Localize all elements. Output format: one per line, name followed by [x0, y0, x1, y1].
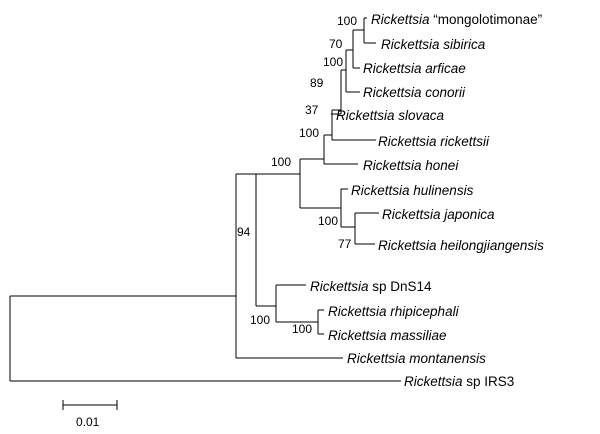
taxon-label-rhipicephali: Rickettsia rhipicephali: [328, 304, 460, 319]
support-value: 100: [292, 322, 312, 336]
taxon-label-rickettsii: Rickettsia rickettsii: [378, 134, 490, 149]
taxon-label-honei: Rickettsia honei: [363, 158, 459, 173]
support-value: 37: [305, 103, 319, 117]
taxon-label-massiliae: Rickettsia massiliae: [328, 328, 447, 343]
taxon-labels: Rickettsia “mongolotimonae” Rickettsia s…: [310, 12, 544, 389]
taxon-label-dns14: Rickettsia sp DnS14: [310, 279, 432, 294]
scale-bar: 0.01: [62, 400, 118, 429]
taxon-label-sibirica: Rickettsia sibirica: [381, 37, 486, 52]
taxon-label-conorii: Rickettsia conorii: [363, 85, 466, 100]
taxon-label-irs3: Rickettsia sp IRS3: [404, 374, 514, 389]
taxon-label-mongolotimonae: Rickettsia “mongolotimonae”: [371, 12, 542, 27]
support-value: 100: [271, 155, 291, 169]
taxon-label-heilongjiangensis: Rickettsia heilongjiangensis: [378, 238, 544, 253]
support-value: 100: [337, 14, 357, 28]
tree-branches: [9, 17, 401, 382]
taxon-label-hulinensis: Rickettsia hulinensis: [351, 183, 474, 198]
support-value: 100: [318, 214, 338, 228]
support-value: 89: [310, 76, 324, 90]
support-value: 100: [299, 126, 319, 140]
support-value: 100: [323, 55, 343, 69]
support-value: 70: [329, 37, 343, 51]
taxon-label-slovaca: Rickettsia slovaca: [336, 108, 445, 123]
support-value: 94: [237, 225, 251, 239]
support-value: 100: [250, 313, 270, 327]
taxon-label-montanensis: Rickettsia montanensis: [347, 351, 486, 366]
taxon-label-japonica: Rickettsia japonica: [382, 207, 495, 222]
taxon-label-arficae: Rickettsia arficae: [363, 61, 466, 76]
support-value: 77: [338, 237, 352, 251]
bootstrap-values: 100 70 100 89 37 100 100 100 77 94 100 1…: [237, 14, 357, 336]
scale-bar-label: 0.01: [76, 415, 100, 429]
